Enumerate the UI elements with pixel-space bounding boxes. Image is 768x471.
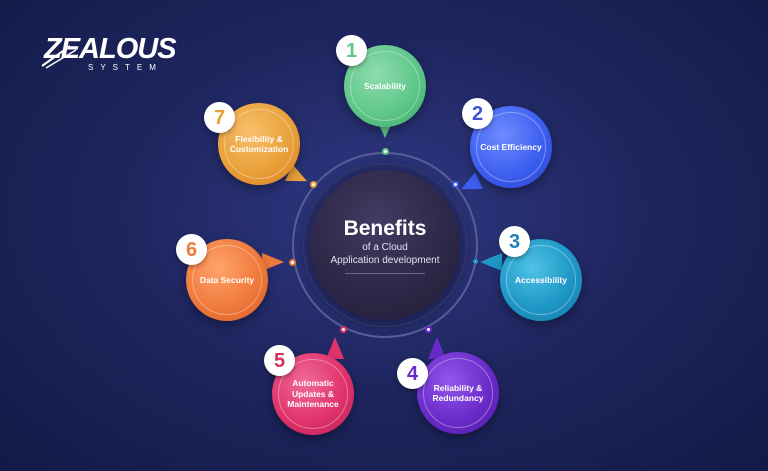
inner-ring — [303, 163, 467, 327]
benefit-bubble-4: Reliability & Redundancy — [417, 352, 499, 434]
benefit-number-7: 7 — [204, 102, 235, 133]
bubble-4-tail — [428, 337, 446, 359]
connector-dot-7 — [310, 181, 317, 188]
benefit-number-6: 6 — [176, 234, 207, 265]
benefit-label-6: Data Security — [199, 274, 255, 285]
connector-dot-2 — [452, 181, 459, 188]
logo-swoosh-icon — [41, 45, 77, 69]
benefit-number-4: 4 — [397, 358, 428, 389]
bubble-3-tail — [480, 253, 502, 271]
connector-dot-1 — [382, 148, 389, 155]
benefit-number-5: 5 — [264, 345, 295, 376]
benefit-label-7: Flexibility & Customization — [229, 133, 289, 155]
connector-dot-3 — [473, 259, 478, 264]
center-title: Benefits — [343, 216, 427, 240]
center-subtitle-line2: Application development — [330, 254, 440, 266]
logo-wordmark: ZEALOUS — [44, 33, 177, 65]
benefit-number-3: 3 — [499, 226, 530, 257]
benefit-bubble-5: Automatic Updates & Maintenance — [272, 353, 354, 435]
benefit-label-2: Cost Efficiency — [480, 141, 542, 152]
bubble-5-tail — [326, 337, 344, 359]
connector-dot-6 — [289, 259, 296, 266]
center-circle: Benefits of a Cloud Application developm… — [310, 170, 460, 320]
benefit-bubble-1: Scalability — [344, 45, 426, 127]
benefit-number-1: 1 — [336, 35, 367, 66]
benefit-label-1: Scalability — [363, 80, 407, 91]
benefit-label-4: Reliability & Redundancy — [432, 382, 484, 404]
center-subtitle-line1: of a Cloud — [362, 241, 408, 253]
benefit-number-2: 2 — [462, 98, 493, 129]
benefit-label-3: Accessibility — [515, 274, 567, 285]
connector-dot-4 — [425, 326, 432, 333]
benefit-label-5: Automatic Updates & Maintenance — [287, 378, 339, 410]
connector-dot-5 — [340, 326, 347, 333]
center-divider — [345, 272, 425, 274]
bubble-6-tail — [262, 253, 284, 271]
logo-subtext: SYSTEM — [88, 63, 163, 72]
zealous-logo: ZEALOUS SYSTEM — [41, 33, 194, 78]
